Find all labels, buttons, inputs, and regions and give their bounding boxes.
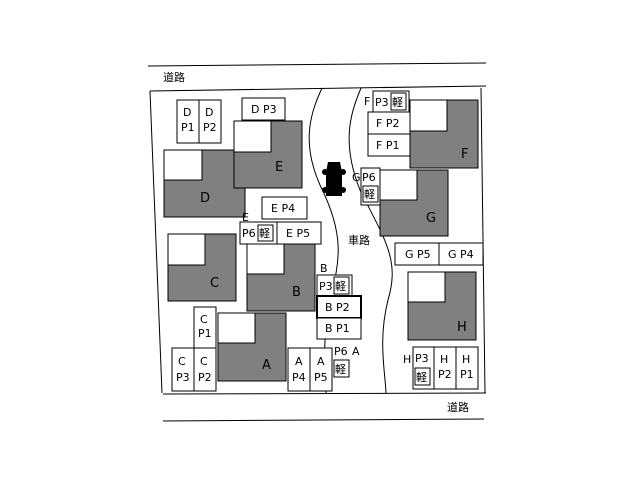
building-label-A: A <box>262 358 271 373</box>
parking-E-P4 <box>261 196 308 220</box>
parking-D-P3 <box>241 97 286 121</box>
car-road-right-edge <box>348 87 393 394</box>
parking-D-P2 <box>198 99 222 144</box>
bottom-road-line-1 <box>162 392 487 395</box>
svg-text:E P5: E P5 <box>286 227 310 240</box>
car-road-label: 車路 <box>348 233 370 247</box>
svg-text:P6: P6 <box>362 171 376 184</box>
svg-text:B P2: B P2 <box>325 301 350 314</box>
svg-text:A: A <box>352 345 360 358</box>
svg-text:P1: P1 <box>460 368 474 381</box>
building-label-G: G <box>426 211 436 226</box>
svg-text:H: H <box>462 353 470 366</box>
parking-F-P1 <box>367 133 411 157</box>
top-road-label: 道路 <box>163 70 185 84</box>
svg-text:軽: 軽 <box>416 371 427 384</box>
svg-text:G P4: G P4 <box>448 248 474 261</box>
svg-text:A: A <box>295 355 303 368</box>
svg-text:D: D <box>183 106 191 119</box>
svg-text:軽: 軽 <box>392 96 403 109</box>
svg-text:A: A <box>317 355 325 368</box>
top-road-line-1 <box>147 62 487 67</box>
bottom-road-line-2 <box>162 418 485 422</box>
svg-text:軽: 軽 <box>335 363 346 376</box>
car-icon <box>322 162 346 196</box>
building-label-B: B <box>292 285 301 300</box>
bottom-road-label: 道路 <box>447 400 469 414</box>
svg-text:P1: P1 <box>198 327 212 340</box>
parking-B-P1 <box>316 317 362 340</box>
building-label-F: F <box>461 147 468 162</box>
svg-text:E P4: E P4 <box>271 202 295 215</box>
svg-text:P2: P2 <box>203 121 217 134</box>
svg-text:P2: P2 <box>438 368 452 381</box>
site-right-border <box>480 87 486 394</box>
svg-text:F P1: F P1 <box>376 139 399 152</box>
parking-C-P2 <box>193 347 217 392</box>
svg-text:P1: P1 <box>181 121 195 134</box>
building-label-C: C <box>210 276 219 291</box>
svg-text:D P3: D P3 <box>251 103 277 116</box>
svg-text:F: F <box>364 95 370 108</box>
svg-text:軽: 軽 <box>335 280 346 293</box>
svg-text:軽: 軽 <box>364 188 375 201</box>
building-label-E: E <box>275 160 283 175</box>
svg-text:C: C <box>200 355 208 368</box>
top-road-line-2 <box>149 85 487 92</box>
parking-A-P6 <box>333 359 350 378</box>
svg-text:F P2: F P2 <box>376 117 399 130</box>
svg-text:D: D <box>205 106 213 119</box>
svg-text:G P5: G P5 <box>405 248 431 261</box>
svg-text:H: H <box>403 353 411 366</box>
building-label-D: D <box>200 191 210 206</box>
svg-text:B P1: B P1 <box>325 322 350 335</box>
site-left-border <box>149 90 163 394</box>
svg-text:P4: P4 <box>292 371 306 384</box>
svg-text:C: C <box>178 355 186 368</box>
svg-text:P6: P6 <box>334 345 348 358</box>
svg-text:G: G <box>352 171 361 184</box>
svg-text:P3: P3 <box>415 352 429 365</box>
svg-text:B: B <box>320 262 328 275</box>
svg-text:P2: P2 <box>198 371 212 384</box>
svg-text:P5: P5 <box>314 371 328 384</box>
kei-badge: 軽 <box>259 227 270 240</box>
svg-text:P3: P3 <box>375 96 389 109</box>
svg-text:C: C <box>200 313 208 326</box>
building-label-H: H <box>457 320 467 335</box>
svg-text:H: H <box>440 353 448 366</box>
svg-text:P6: P6 <box>242 227 256 240</box>
parking-H-P1 <box>455 346 479 390</box>
parking-G-P4 <box>438 242 484 266</box>
svg-text:P3: P3 <box>319 280 333 293</box>
svg-text:P3: P3 <box>176 371 190 384</box>
parking-A-P5 <box>309 347 333 392</box>
svg-text:E: E <box>242 211 249 224</box>
